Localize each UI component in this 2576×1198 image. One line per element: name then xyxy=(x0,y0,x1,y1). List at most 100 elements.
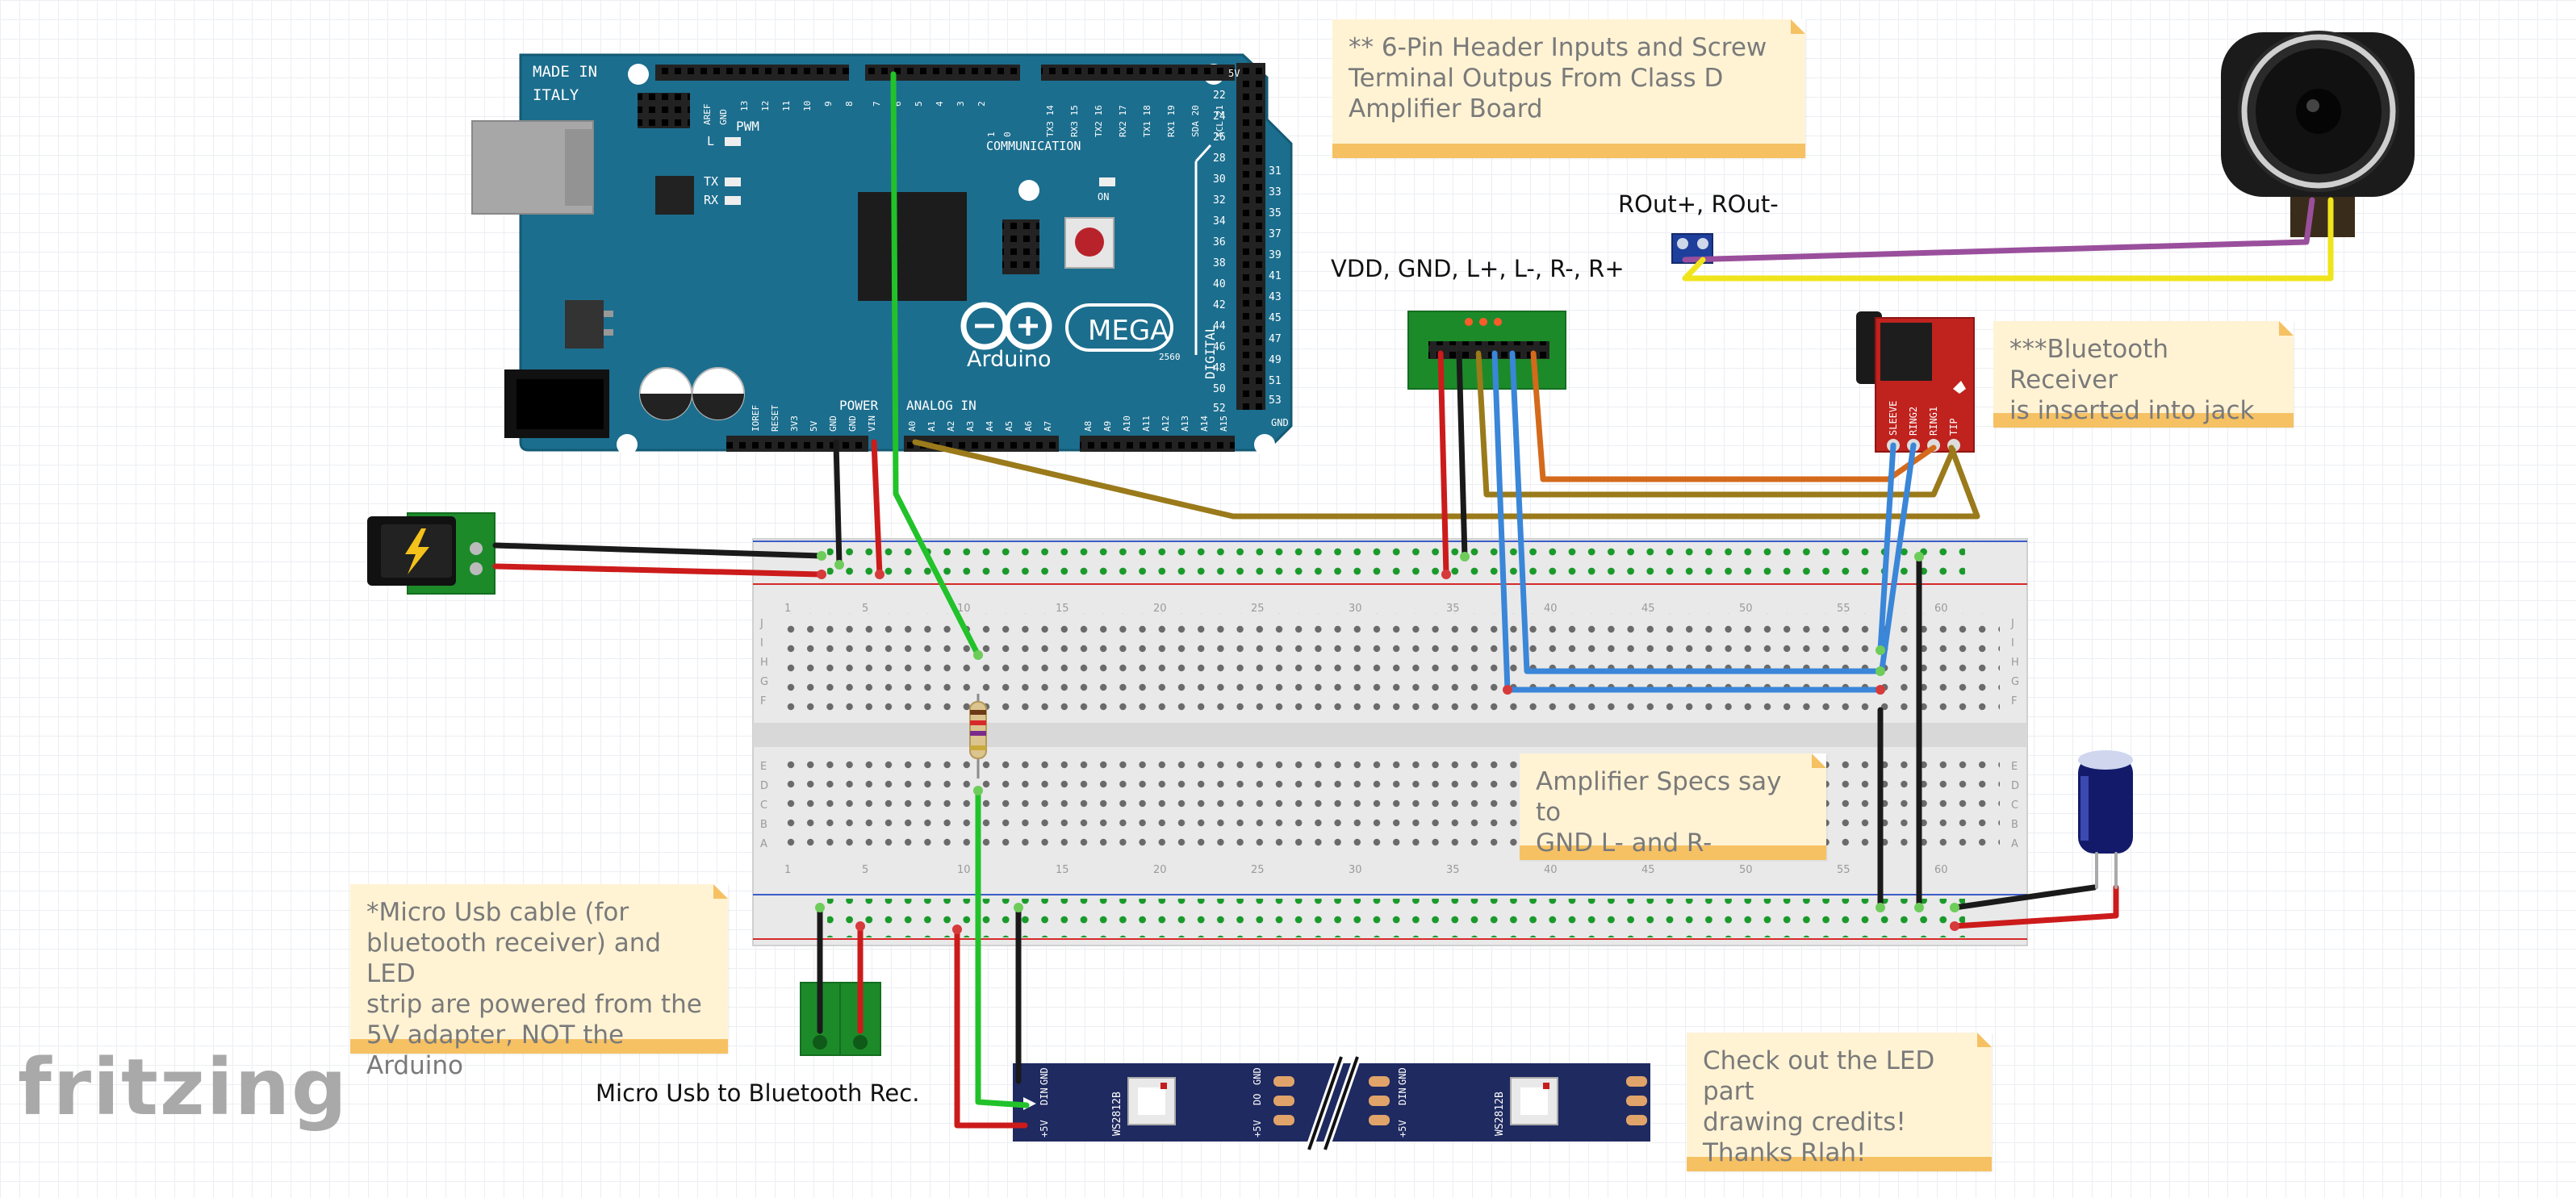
bb-col-40: 40 xyxy=(1544,603,1558,615)
pin-a3: A3 xyxy=(965,421,976,432)
note-amplifier-specs[interactable]: Amplifier Specs say to GND L- and R- xyxy=(1520,753,1826,860)
breadboard: 1 5 10 15 20 25 30 35 40 45 50 55 60 1 5… xyxy=(752,538,2028,946)
bb-col-45-bottom: 45 xyxy=(1641,864,1655,876)
arduino-brand: Arduino xyxy=(967,347,1051,372)
pin-33: 33 xyxy=(1269,186,1282,198)
pin-a9: A9 xyxy=(1102,421,1113,432)
pin-30: 30 xyxy=(1213,173,1226,186)
wire-speaker-purple[interactable] xyxy=(1682,197,2315,263)
wire-cap-pos[interactable] xyxy=(1951,884,2119,929)
wire-arduino-vin[interactable] xyxy=(871,439,883,578)
pin-rx3: RX3 15 xyxy=(1069,105,1080,137)
wire-cap-neg[interactable] xyxy=(1951,884,2097,911)
note-line: ***Bluetooth Receiver xyxy=(2009,335,2168,394)
bb-row-d-right: D xyxy=(2011,780,2019,792)
pin-40: 40 xyxy=(1213,278,1226,290)
note-line: 5V adapter, NOT the Arduino xyxy=(366,1021,625,1080)
mega-sub-label: 2560 xyxy=(1159,352,1181,362)
pin-52: 52 xyxy=(1213,403,1226,415)
micro-usb-connector[interactable] xyxy=(800,982,881,1056)
pin-35: 35 xyxy=(1269,207,1282,219)
pin-0: 0 xyxy=(1002,131,1013,137)
pin-34: 34 xyxy=(1213,215,1226,227)
wire-led-data-arduino[interactable] xyxy=(890,71,981,658)
pin-tx1: TX1 18 xyxy=(1142,105,1152,137)
wire-speaker-yellow[interactable] xyxy=(1682,197,2334,282)
bb-col-5: 5 xyxy=(862,603,868,615)
electrolytic-capacitor[interactable] xyxy=(2078,750,2133,854)
bb-col-35: 35 xyxy=(1446,603,1460,615)
dc-power-adapter[interactable] xyxy=(367,512,496,595)
label-rout[interactable]: ROut+, ROut- xyxy=(1618,190,1779,218)
resistor[interactable] xyxy=(969,694,987,778)
pin-rx1: RX1 19 xyxy=(1166,105,1177,137)
bb-col-25: 25 xyxy=(1251,603,1265,615)
bb-col-20-bottom: 20 xyxy=(1153,864,1167,876)
power-header xyxy=(726,436,868,452)
pin-24: 24 xyxy=(1213,111,1226,123)
bb-row-b-right: B xyxy=(2011,819,2018,831)
pin-28: 28 xyxy=(1213,152,1226,165)
pin-45: 45 xyxy=(1269,312,1282,324)
pin-49: 49 xyxy=(1269,354,1282,366)
bb-col-30-bottom: 30 xyxy=(1349,864,1362,876)
note-header-inputs[interactable]: ** 6-Pin Header Inputs and Screw Termina… xyxy=(1332,19,1805,158)
note-micro-usb[interactable]: *Micro Usb cable (for bluetooth receiver… xyxy=(350,884,728,1080)
pin-43: 43 xyxy=(1269,291,1282,303)
wire-jack-ring2[interactable] xyxy=(1879,442,1917,673)
led-strip-ws2812b[interactable]: WS2812B WS2812B +5V DIN GND +5V DO GND +… xyxy=(1013,1055,1650,1151)
tx-label: TX xyxy=(704,174,718,189)
note-line: Thanks Rlah! xyxy=(1703,1138,1867,1167)
pin-ioref: IOREF xyxy=(751,405,761,432)
mega-badge xyxy=(1065,303,1173,352)
arduino-mega-board[interactable]: MADE IN ITALY PWM L TX RX ON COMMUNICATI… xyxy=(471,53,1293,455)
note-led-credits[interactable]: Check out the LED part drawing credits! … xyxy=(1687,1033,1992,1171)
note-line: Terminal Outpus From Class D xyxy=(1349,64,1724,93)
pin-42: 42 xyxy=(1213,299,1226,311)
pin-44: 44 xyxy=(1213,320,1226,332)
italy-label: ITALY xyxy=(533,86,579,104)
wire-amp-lplus[interactable] xyxy=(1475,350,1956,498)
pin-a0: A0 xyxy=(907,421,918,432)
analog-header-a8-a15 xyxy=(1080,436,1235,452)
note-line: Amplifier Specs say to xyxy=(1536,767,1782,827)
pin-12: 12 xyxy=(760,101,771,111)
label-micro-usb[interactable]: Micro Usb to Bluetooth Rec. xyxy=(596,1079,920,1107)
audio-jack-breakout[interactable]: SLEEVE RING2 RING1 TIP xyxy=(1856,311,1975,453)
note-line: *Micro Usb cable (for xyxy=(366,898,629,927)
gnd-label: GND xyxy=(1271,417,1289,428)
wire-arduino-gnd[interactable] xyxy=(833,439,843,568)
bb-row-h-right: H xyxy=(2011,657,2019,669)
fritzing-logo: fritzing xyxy=(18,1042,349,1133)
wire-jack-sleeve[interactable] xyxy=(1877,442,1896,653)
wire-amp-vdd[interactable] xyxy=(1437,350,1449,578)
pin-13: 13 xyxy=(739,101,750,111)
rx-label: RX xyxy=(704,193,718,207)
l-label: L xyxy=(707,134,714,148)
wire-led-data-strip[interactable] xyxy=(975,787,1030,1108)
bb-row-g: G xyxy=(760,676,768,688)
wire-strip-5v[interactable] xyxy=(954,926,1028,1129)
label-amp-pins[interactable]: VDD, GND, L+, L-, R-, R+ xyxy=(1331,255,1625,282)
note-line: drawing credits! xyxy=(1703,1108,1906,1137)
bottom-power-rail-holes xyxy=(827,899,1965,937)
pin-7: 7 xyxy=(872,101,882,106)
strip-pin-5v-right: +5V xyxy=(1397,1120,1408,1137)
class-d-amplifier-header[interactable] xyxy=(1407,311,1566,390)
on-label: ON xyxy=(1098,191,1109,202)
wire-analog-a0[interactable] xyxy=(912,439,1980,520)
pin-aref: AREF xyxy=(702,104,713,126)
wire-adapter-vcc[interactable] xyxy=(492,563,825,578)
bb-col-1-bottom: 1 xyxy=(784,864,791,876)
wire-adapter-gnd[interactable] xyxy=(492,542,825,559)
note-line: strip are powered from the xyxy=(366,990,702,1019)
wire-amp-gnd[interactable] xyxy=(1456,350,1468,560)
pin-rx2: RX2 17 xyxy=(1118,105,1128,137)
bb-col-60-bottom: 60 xyxy=(1934,864,1948,876)
made-in-label: MADE IN xyxy=(533,63,597,81)
wire-amp-rminus[interactable] xyxy=(1509,350,1884,674)
note-bluetooth-receiver[interactable]: ***Bluetooth Receiver is inserted into j… xyxy=(1993,321,2294,428)
icsp-header-2 xyxy=(1002,219,1039,274)
speaker[interactable] xyxy=(2221,31,2415,237)
bb-row-e-right: E xyxy=(2011,761,2018,773)
